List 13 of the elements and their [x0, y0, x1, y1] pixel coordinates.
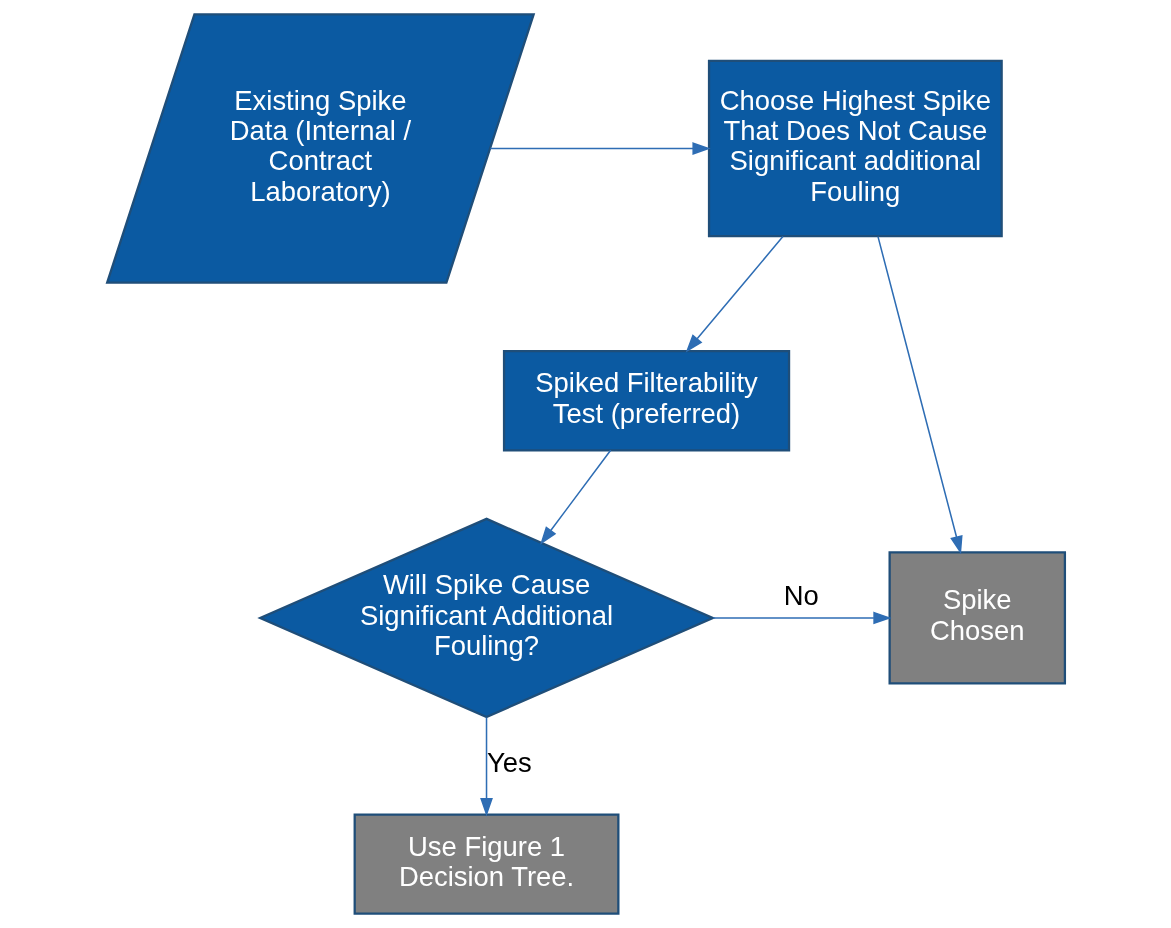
arrow [876, 235, 963, 555]
arrow [685, 235, 784, 353]
edge-label: Yes [486, 747, 532, 779]
node-box: Use Figure 1 Decision Tree. [353, 813, 619, 915]
node-box: Choose Highest Spike That Does Not Cause Significant additional Fouling [707, 59, 1003, 238]
arrow [479, 716, 493, 817]
edge-label: No [783, 579, 819, 611]
arrow [539, 449, 611, 545]
arrow [711, 611, 892, 625]
arrow [488, 142, 711, 155]
node-diamond: Will Spike Cause Significant Additional Fouling? [256, 517, 716, 719]
node-box: Spike Chosen [888, 551, 1066, 685]
node-box: Spiked Filterability Test (preferred) [502, 350, 790, 452]
